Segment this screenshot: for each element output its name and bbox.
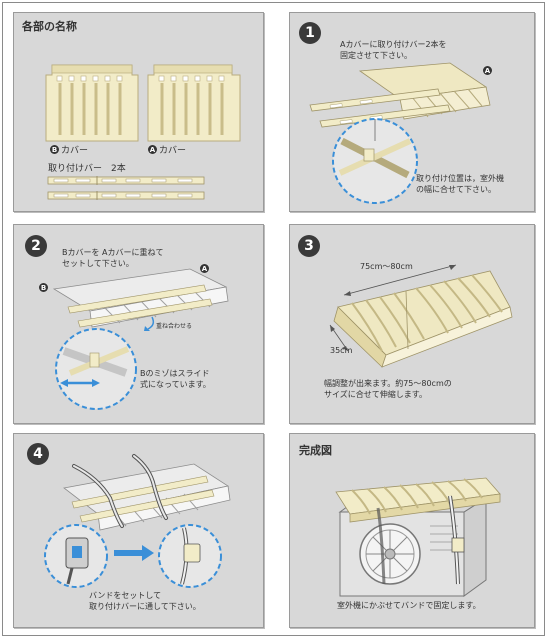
step2-instruction: Bカバーを Aカバーに重ねて セットして下さい。	[62, 248, 164, 268]
step1-illustration	[309, 62, 491, 204]
step3-width-label: 75cm～80cm	[360, 262, 413, 271]
step3-number: 3	[298, 235, 320, 257]
step1-note: 取り付け位置は，室外機 の幅に合せて下さい。	[416, 174, 504, 194]
step2-cover-a-badge: A	[200, 264, 209, 273]
step1-panel: 1 Aカバーに取り付けバー2本を 固定させて下さい。 A 取り付け位置は，室外機…	[289, 12, 535, 212]
step3-depth-label: 35cm	[330, 346, 353, 355]
step4-illustration	[44, 454, 231, 588]
step4-panel: 4 バンドをセットして 取り付けバーに通して下さい。	[13, 433, 264, 628]
cover-a-label: カバー	[159, 146, 187, 156]
completed-title: 完成図	[299, 444, 332, 457]
cover-a-drawing	[147, 64, 241, 142]
step1-number: 1	[299, 22, 321, 44]
step4-note: バンドをセットして 取り付けバーに通して下さい。	[89, 591, 201, 611]
mounting-bars-drawing	[47, 176, 205, 200]
parts-title: 各部の名称	[22, 20, 77, 33]
completed-note: 室外機にかぶせてバンドで固定します。	[337, 601, 481, 610]
step4-number: 4	[27, 443, 49, 465]
parts-panel: 各部の名称	[13, 12, 264, 212]
step2-number: 2	[25, 235, 47, 257]
cover-a-badge: A	[148, 145, 157, 154]
step2-cover-b-badge: B	[39, 283, 48, 292]
step3-panel: 3 75cm～80cm 35cm 幅調整が出来ます。約75～80cmの サイズに…	[289, 224, 535, 424]
step3-note: 幅調整が出来ます。約75～80cmの サイズに合せて伸縮します。	[324, 379, 452, 399]
step2-note: Bのミゾはスライド 式になっています。	[140, 369, 211, 389]
cover-b-badge: B	[50, 145, 59, 154]
completed-illustration	[335, 477, 501, 597]
cover-b-drawing	[45, 64, 139, 142]
completed-panel: 完成図 室外機にかぶせてバンドで固定します。	[289, 433, 535, 628]
parts-illustration	[45, 64, 241, 200]
step2-overlap-note: 重ね合わせる	[156, 323, 193, 330]
step1-cover-a-badge: A	[483, 66, 492, 75]
step2-illustration	[52, 268, 229, 410]
step2-panel: 2 Bカバーを Aカバーに重ねて セットして下さい。 A B 重ね合わせる Bの…	[13, 224, 264, 424]
step1-instruction: Aカバーに取り付けバー2本を 固定させて下さい。	[340, 40, 447, 60]
bars-label: 取り付けバー 2本	[48, 164, 126, 174]
cover-b-label: カバー	[61, 146, 89, 156]
step3-illustration	[329, 264, 513, 368]
